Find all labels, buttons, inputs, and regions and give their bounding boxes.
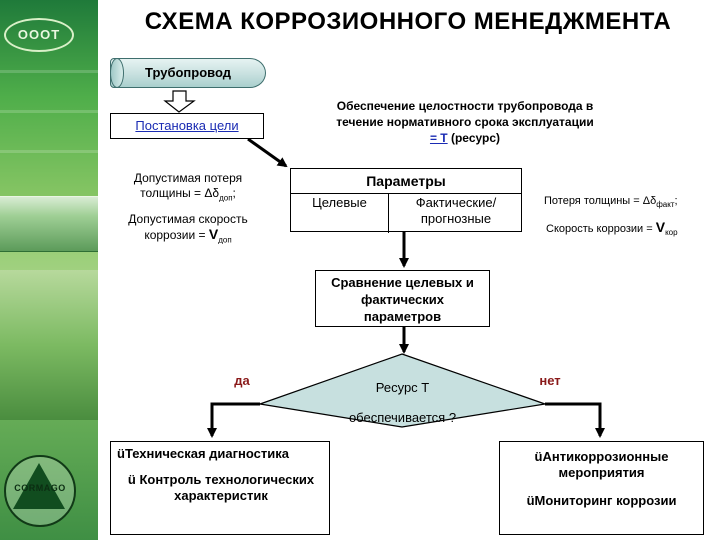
goal-setting-node: Постановка цели: [110, 113, 264, 139]
no-action-anticorrosion: üАнтикоррозионные мероприятия: [504, 449, 699, 481]
allowed-loss-sub: доп: [219, 193, 233, 203]
allowed-loss-label: толщины = Δδ: [140, 186, 220, 200]
goal-to-parameters-arrow: [247, 137, 288, 168]
yes-action-control-line2: характеристик: [174, 488, 268, 503]
actual-rate-label: Скорость коррозии =: [546, 223, 656, 236]
allowed-loss-suffix: ;: [232, 186, 236, 200]
parameters-target: Целевые: [312, 195, 367, 210]
sidebar-stripe: [0, 150, 98, 153]
comparison-node: Сравнение целевых и фактических параметр…: [315, 270, 490, 327]
pipeline-cap-icon: [110, 58, 124, 88]
parameters-actual-line1: Фактические/: [415, 195, 497, 210]
allowed-loss-line2: толщины = Δδдоп;: [108, 186, 268, 205]
page-title: СХЕМА КОРРОЗИОННОГО МЕНЕДЖМЕНТА: [144, 8, 672, 35]
company-logo-top: ОООТ: [4, 18, 74, 52]
allowed-values: Допустимая потеря толщины = Δδдоп; Допус…: [108, 171, 268, 248]
no-action-monitoring: üМониторинг коррозии: [526, 493, 677, 508]
comparison-text: Сравнение целевых и фактических параметр…: [316, 274, 489, 325]
actual-rate-var: V: [655, 219, 666, 236]
no-label: нет: [539, 373, 561, 388]
parameters-actual: Фактические/ прогнозные: [389, 195, 523, 227]
sidebar-stripe: [0, 70, 98, 73]
yes-action-control-line1: ü Контроль технологических: [127, 472, 315, 487]
actual-rate: Скорость коррозии = Vкор: [530, 220, 716, 240]
resource-symbol: = T: [429, 131, 448, 145]
no-actions-node: üАнтикоррозионные мероприятия üМониторин…: [499, 441, 704, 535]
parameters-header: Параметры: [366, 173, 446, 189]
objective-line2: течение нормативного срока эксплуатации: [336, 115, 594, 129]
actual-loss-sub: факт: [656, 200, 675, 210]
hollow-down-arrow: [163, 90, 196, 113]
actual-loss: Потеря толщины = Δδфакт;: [530, 194, 716, 212]
sidebar-photo: ОООТ CORMAGO: [0, 0, 98, 540]
company-logo-bottom: CORMAGO: [4, 455, 76, 527]
actual-rate-sub: кор: [665, 228, 678, 238]
no-branch-arrow: [545, 402, 605, 438]
actual-values: Потеря толщины = Δδфакт; Скорость корроз…: [530, 194, 716, 240]
sidebar-field-image: [0, 270, 98, 420]
allowed-rate-label: коррозии =: [144, 228, 209, 243]
objective-line3: = T (ресурс): [290, 130, 640, 146]
comparison-line2: фактических: [360, 292, 445, 307]
decision-line1: Ресурс Т: [375, 380, 430, 395]
sidebar-stripe: [0, 110, 98, 113]
parameters-actual-line2: прогнозные: [420, 211, 492, 226]
parameters-column-divider: [388, 193, 389, 233]
allowed-rate-var: V: [208, 226, 219, 243]
yes-actions-node: üТехническая диагностика ü Контроль техн…: [110, 441, 330, 535]
yes-label: да: [234, 373, 250, 388]
parameters-node: Параметры Целевые Фактические/ прогнозны…: [290, 168, 523, 233]
pipeline-node: Трубопровод: [110, 58, 266, 88]
yes-action-diagnostics: üТехническая диагностика: [117, 446, 289, 461]
no-action-anticorrosion-line2: мероприятия: [558, 465, 645, 480]
logo-triangle-icon: [13, 463, 65, 509]
allowed-rate-sub: доп: [218, 235, 232, 245]
sidebar-pipe-image: [0, 196, 98, 252]
decision-line2: обеспечивается ?: [348, 410, 457, 425]
yes-action-control: ü Контроль технологических характеристик: [115, 472, 327, 504]
actual-loss-label: Потеря толщины = Δδ: [544, 195, 657, 207]
actual-loss-suffix: ;: [674, 195, 678, 207]
objective-line1: Обеспечение целостности трубопровода в: [336, 99, 594, 113]
comparison-line1: Сравнение целевых и: [331, 275, 474, 290]
logo-text: CORMAGO: [14, 483, 66, 493]
parameters-divider: [291, 193, 521, 194]
no-action-anticorrosion-line1: üАнтикоррозионные: [534, 449, 669, 464]
resource-label: (ресурс): [450, 131, 501, 145]
yes-branch-arrow: [207, 402, 260, 438]
allowed-rate-line1: Допустимая скорость: [128, 212, 248, 227]
comparison-line3: параметров: [363, 309, 442, 324]
allowed-loss-line1: Допустимая потеря: [133, 171, 243, 185]
allowed-rate-line2: коррозии = Vдоп: [108, 227, 268, 247]
decision-diamond: [259, 353, 546, 428]
objective-text: Обеспечение целостности трубопровода в т…: [290, 98, 640, 146]
